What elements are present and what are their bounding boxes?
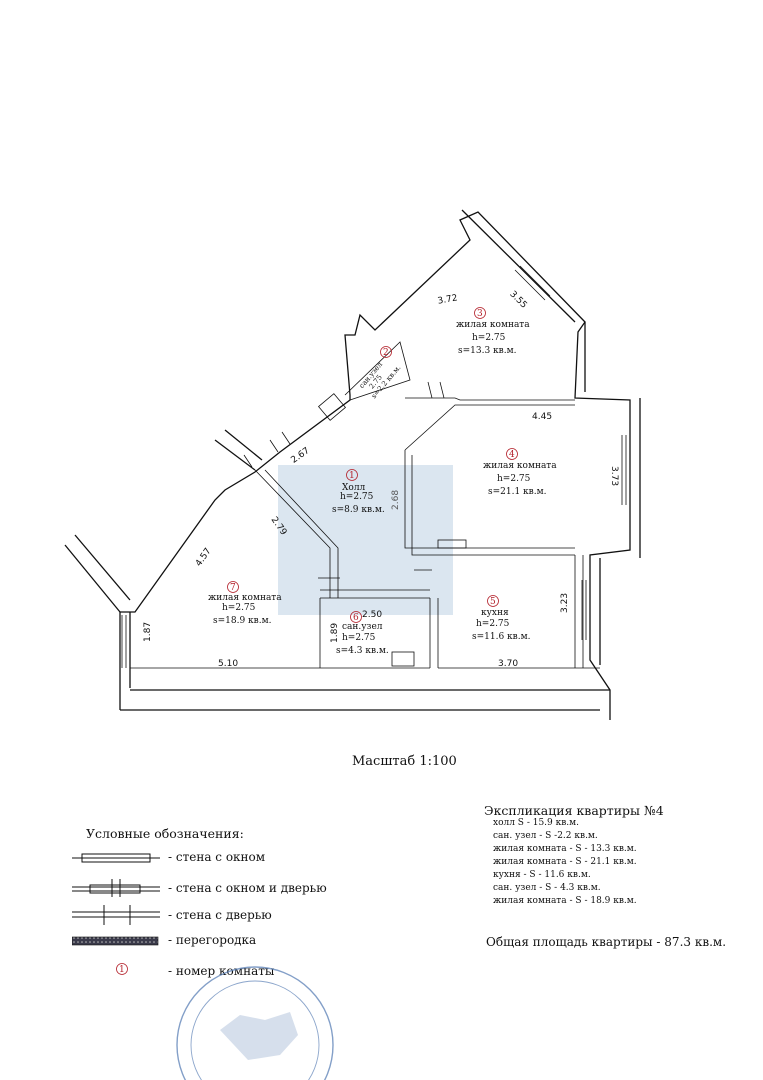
room-7: 7 жилая комната h=2.75 s=18.9 кв.м. (208, 581, 282, 626)
svg-text:s=18.9 кв.м.: s=18.9 кв.м. (213, 616, 272, 626)
svg-text:s=8.9 кв.м.: s=8.9 кв.м. (332, 505, 385, 515)
dim-label: 1.89 (330, 623, 340, 643)
explication-item: сан. узел - S - 4.3 кв.м. (493, 883, 601, 893)
total-area: Общая площадь квартиры - 87.3 кв.м. (486, 935, 727, 949)
scale-label: Масштаб 1:100 (352, 754, 457, 769)
svg-text:h=2.75: h=2.75 (476, 619, 510, 629)
room-3: 3 жилая комната h=2.75 s=13.3 кв.м. (456, 307, 530, 356)
svg-text:s=4.3 кв.м.: s=4.3 кв.м. (336, 646, 389, 656)
dim-label: 3.55 (507, 289, 528, 310)
legend-item-room-number: 1 - номер комнаты (72, 962, 274, 979)
legend-symbol: 1 (116, 963, 128, 975)
svg-text:жилая комната: жилая комната (483, 461, 557, 471)
dim-label: 3.70 (498, 659, 518, 669)
explication-item: жилая комната - S - 18.9 кв.м. (493, 896, 637, 906)
legend-item-door-wall: - стена с дверью (72, 903, 272, 928)
dim-label: 3.73 (609, 466, 619, 486)
partition-door (437, 539, 467, 549)
dim-label: 4.57 (194, 546, 214, 568)
dim-label: 2.68 (391, 490, 401, 510)
svg-text:s=13.3 кв.м.: s=13.3 кв.м. (458, 346, 517, 356)
legend-text: - перегородка (168, 933, 257, 947)
dim-label: 3.23 (560, 593, 570, 613)
dim-label: 2.50 (362, 610, 382, 620)
svg-text:s=21.1 кв.м.: s=21.1 кв.м. (488, 487, 547, 497)
interior-walls (130, 341, 600, 669)
explication-item: кухня - S - 11.6 кв.м. (493, 870, 591, 880)
legend-symbol (72, 853, 160, 863)
svg-text:h=2.75: h=2.75 (342, 633, 376, 643)
svg-text:h=2.75: h=2.75 (222, 603, 256, 613)
legend-title: Условные обозначения: (86, 826, 244, 841)
svg-text:h=2.75: h=2.75 (472, 333, 506, 343)
legend-item-window-door-wall: - стена с окном и дверью (72, 877, 327, 900)
svg-text:сан.узел: сан.узел (342, 622, 383, 632)
dim-label: 1.87 (143, 622, 153, 642)
legend-text: - стена с окном и дверью (168, 881, 327, 895)
room-6: 6 сан.узел h=2.75 s=4.3 кв.м. (336, 611, 389, 656)
room-4: 4 жилая комната h=2.75 s=21.1 кв.м. (483, 448, 557, 497)
dim-label: 2.67 (290, 446, 312, 466)
svg-text:1: 1 (349, 471, 355, 481)
door-marks (243, 381, 445, 579)
legend-symbol (72, 905, 160, 925)
dim-label: 3.72 (437, 293, 458, 306)
explication-item: холл S - 15.9 кв.м. (493, 818, 580, 828)
svg-text:2: 2 (383, 348, 389, 358)
svg-text:5: 5 (490, 597, 496, 607)
legend-item-window-wall: - стена с окном (72, 850, 265, 866)
room-1: 1 Холл h=2.75 s=8.9 кв.м. (332, 469, 385, 515)
svg-text:жилая комната: жилая комната (456, 320, 530, 330)
dim-label: 4.45 (532, 412, 552, 422)
watermark-logo (278, 465, 453, 615)
svg-text:s=11.6 кв.м.: s=11.6 кв.м. (472, 632, 531, 642)
legend-text: - стена с дверью (168, 908, 272, 922)
outer-walls (64, 209, 641, 720)
legend-symbol (71, 936, 159, 946)
room-5: 5 кухня h=2.75 s=11.6 кв.м. (472, 595, 531, 642)
explication-item: жилая комната - S - 21.1 кв.м. (493, 857, 637, 867)
explication-title: Экспликация квартиры №4 (484, 803, 664, 818)
svg-text:h=2.75: h=2.75 (340, 492, 374, 502)
svg-text:кухня: кухня (481, 608, 509, 618)
legend-text: - стена с окном (168, 850, 266, 864)
svg-text:h=2.75: h=2.75 (497, 474, 531, 484)
svg-text:7: 7 (230, 583, 236, 593)
svg-text:жилая комната: жилая комната (208, 593, 282, 603)
floor-plan: 3.72 3.55 4.45 3.73 2.67 2.68 2.79 4.57 … (64, 209, 641, 720)
dim-label: 5.10 (218, 659, 238, 669)
svg-text:3: 3 (477, 309, 483, 319)
legend-item-partition: - перегородка (71, 933, 256, 949)
room-2: 2 сан.узел 2.75 s=2.2 кв.м. (358, 346, 402, 400)
explication-item: сан. узел - S -2.2 кв.м. (493, 831, 598, 841)
svg-text:4: 4 (509, 450, 515, 460)
windows (121, 265, 627, 668)
svg-text:6: 6 (353, 613, 359, 623)
stamp-seal (176, 966, 334, 1080)
svg-text:Холл: Холл (342, 483, 366, 493)
legend-symbol (72, 879, 160, 897)
explication-item: жилая комната - S - 13.3 кв.м. (493, 844, 637, 854)
svg-text:1: 1 (119, 965, 125, 975)
